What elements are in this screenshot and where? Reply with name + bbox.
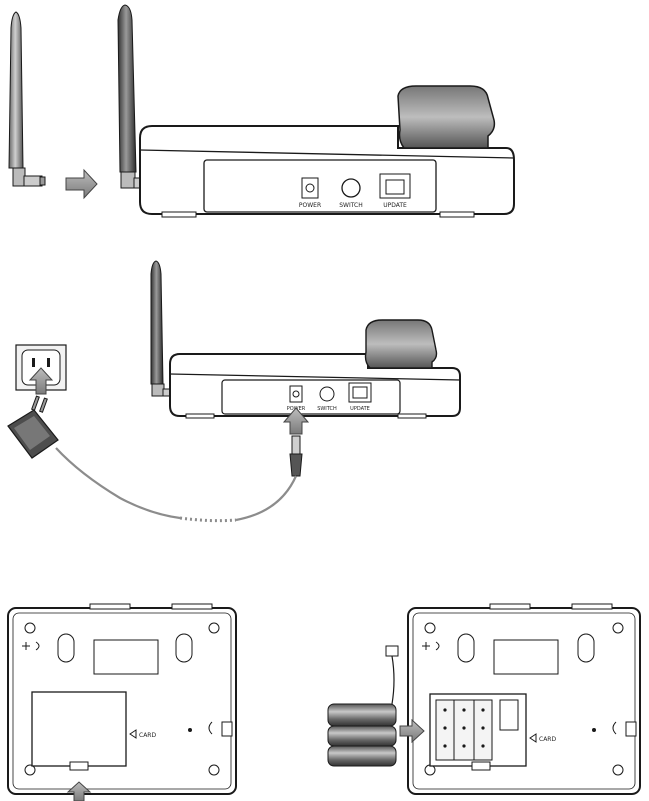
arrow-right-icon	[66, 170, 97, 198]
antenna-icon	[9, 12, 45, 186]
sim-card-slot	[500, 700, 518, 730]
battery-pack-icon	[328, 646, 398, 766]
update-port-label: UPDATE	[383, 202, 407, 209]
step1-antenna-install: POWER SWITCH UPDATE	[9, 5, 514, 217]
card-label: CARD	[139, 732, 156, 739]
handset	[398, 86, 494, 148]
dc-plug	[290, 436, 302, 476]
update-port-label: UPDATE	[350, 406, 370, 412]
battery-connector	[386, 646, 398, 656]
power-cable-dotted	[180, 518, 236, 521]
switch-label: SWITCH	[339, 202, 363, 209]
step2-power-connection: POWER SWITCH UPDATE	[8, 261, 460, 521]
switch-label: SWITCH	[317, 406, 337, 412]
switch-button	[342, 179, 360, 197]
switch-button	[320, 387, 334, 401]
power-cable	[56, 448, 180, 518]
battery-cover	[32, 692, 126, 766]
power-adapter-icon	[8, 396, 58, 458]
step3-bottom-open: CARD	[328, 604, 640, 794]
step3-bottom-closed: CARD	[8, 604, 236, 801]
phone-base-rear: POWER SWITCH UPDATE	[140, 86, 514, 217]
card-label: CARD	[539, 736, 556, 743]
handset	[366, 320, 437, 368]
power-port-label: POWER	[299, 202, 321, 209]
phone-base-rear: POWER SWITCH UPDATE	[170, 320, 460, 418]
power-cable	[236, 476, 296, 520]
